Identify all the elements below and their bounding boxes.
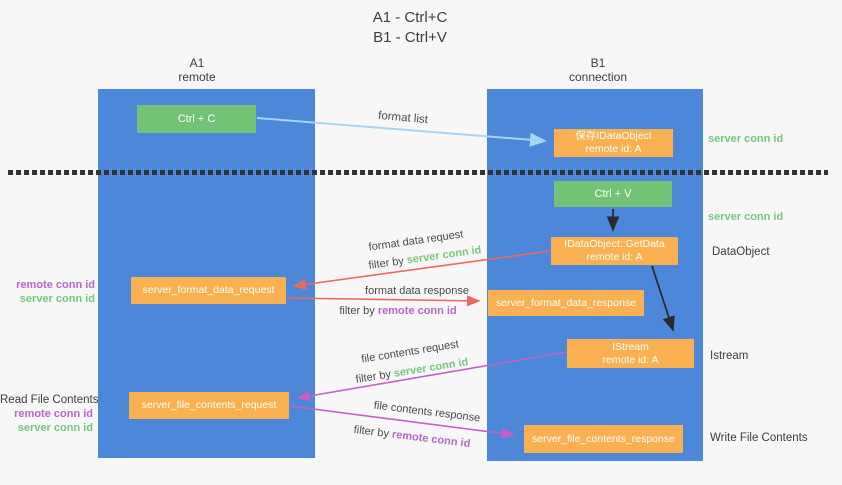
filter-by-text: filter by [367,254,408,272]
idataobject-getdata-box: IDataObject::GetData remote id: A [551,237,678,265]
filter-by-remote-conn-id-label-2: filter by remote conn id [353,424,471,450]
save-idataobject-box: 保存IDataObject remote id: A [554,129,673,157]
format-list-label: format list [377,109,429,127]
server-conn-id-text: server conn id [392,356,470,380]
format-response-label: server_format_data_response [495,296,637,309]
server-conn-id-annotation-top: server conn id [708,133,784,145]
file-request-label: server_file_contents_request [141,399,277,411]
left-bottom-annotation-block: Read File Contents remote conn id server… [0,393,99,435]
read-file-contents-annotation: Read File Contents [0,394,99,406]
ctrl-c-label: Ctrl + C [177,112,216,125]
istream-box: IStream remote id: A [567,339,694,368]
filter-by-text: filter by [353,423,393,441]
server-format-data-request-box: server_format_data_request [131,277,286,304]
left-mid-annotation-block: remote conn id server conn id [2,278,95,306]
diagram-title: A1 - Ctrl+C B1 - Ctrl+V [373,8,448,48]
format-data-response-label: format data response [365,285,469,297]
column-b-name: B1 [590,56,606,70]
server-file-contents-response-box: server_file_contents_response [524,425,683,453]
title-line-1: A1 - Ctrl+C [372,9,448,26]
filter-by-text: filter by [354,367,395,386]
server-conn-id-text: server conn id [405,244,483,267]
ctrl-c-event-box: Ctrl + C [137,105,256,133]
file-response-label: server_file_contents_response [531,432,675,445]
server-conn-id-annotation: server conn id [19,293,95,305]
column-a-header: A1 remote [178,56,215,84]
server-format-data-response-box: server_format_data_response [488,290,644,316]
ctrl-v-label: Ctrl + V [594,187,632,200]
filter-by-text: filter by [339,305,378,317]
phase-separator-dashed-line [8,170,828,175]
write-file-contents-annotation: Write File Contents [710,432,808,444]
server-conn-id-annotation: server conn id [17,422,93,434]
ctrl-v-event-box: Ctrl + V [554,181,672,207]
format-data-response-arrow [286,295,481,307]
remote-conn-id-annotation: remote conn id [14,408,93,420]
remote-conn-id-text: remote conn id [377,305,457,317]
format-request-label: server_format_data_request [142,284,275,296]
istream-line1: IStream [612,340,649,353]
column-a-name: A1 [189,56,205,70]
column-b-role: connection [568,70,628,84]
dataobject-annotation: DataObject [712,246,770,258]
save-idataobject-line2: remote id: A [585,143,642,155]
title-line-2: B1 - Ctrl+V [373,29,447,46]
server-conn-id-annotation-mid: server conn id [708,211,784,223]
filter-by-remote-conn-id-label-1: filter by remote conn id [339,305,456,317]
getdata-line1: IDataObject::GetData [564,238,665,250]
column-a-role: remote [178,70,216,84]
istream-annotation: Istream [710,350,749,362]
save-idataobject-line1: 保存IDataObject [575,130,652,142]
getdata-line2: remote id: A [586,251,643,263]
column-b-header: B1 connection [569,56,627,84]
remote-conn-id-text: remote conn id [391,428,471,451]
istream-line2: remote id: A [602,353,659,366]
remote-conn-id-annotation: remote conn id [16,279,95,291]
server-file-contents-request-box: server_file_contents_request [129,392,289,419]
file-contents-response-label: file contents response [373,399,481,425]
